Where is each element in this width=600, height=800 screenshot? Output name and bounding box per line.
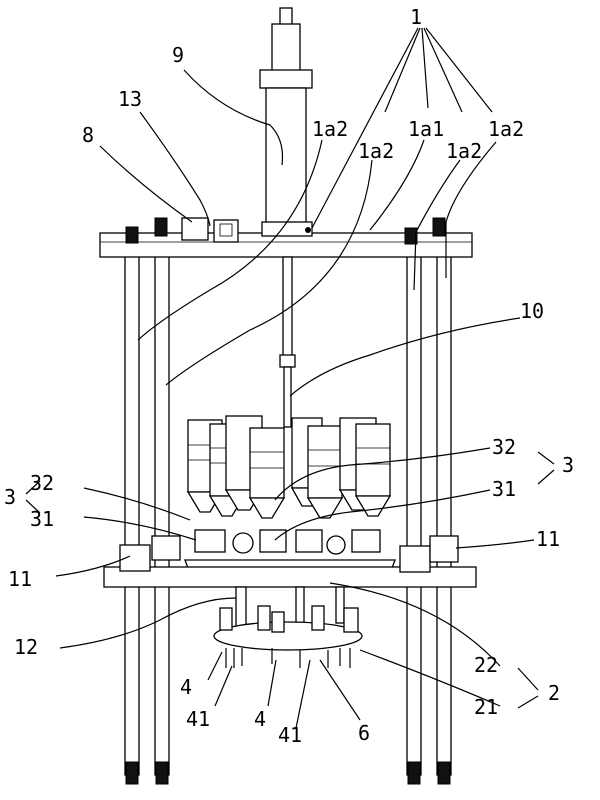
label-1a1: 1a1	[408, 117, 444, 141]
label-41: 41	[186, 707, 210, 731]
label-21: 21	[474, 695, 498, 719]
label-41: 41	[278, 723, 302, 747]
label-11: 11	[536, 527, 560, 551]
frame-legs	[124, 254, 452, 785]
top-plate	[99, 217, 473, 258]
label-6: 6	[358, 721, 370, 745]
label-1: 1	[410, 5, 422, 29]
label-9: 9	[172, 43, 184, 67]
part-labels: 1 1a2 1a2 1a1 1a2 1a2 9 13 8 10 32 3 31 …	[4, 5, 574, 747]
valve-bodies	[184, 529, 396, 569]
middle-plate	[103, 535, 477, 588]
label-31: 31	[30, 507, 54, 531]
label-3: 3	[4, 485, 16, 509]
label-2: 2	[548, 681, 560, 705]
label-10: 10	[520, 299, 544, 323]
label-11: 11	[8, 567, 32, 591]
label-22: 22	[474, 653, 498, 677]
sensor-parts	[181, 217, 239, 243]
leader-lines	[25, 27, 555, 729]
central-rod	[279, 256, 296, 428]
label-1a2: 1a2	[446, 139, 482, 163]
label-3: 3	[562, 453, 574, 477]
label-32: 32	[30, 471, 54, 495]
hoppers	[186, 415, 392, 519]
label-12: 12	[14, 635, 38, 659]
label-13: 13	[118, 87, 142, 111]
rotary-assembly	[213, 586, 363, 668]
label-8: 8	[82, 123, 94, 147]
label-1a2: 1a2	[488, 117, 524, 141]
label-4: 4	[254, 707, 266, 731]
label-31: 31	[492, 477, 516, 501]
cylinder	[259, 7, 313, 237]
label-32: 32	[492, 435, 516, 459]
label-1a2: 1a2	[358, 139, 394, 163]
label-1a2: 1a2	[312, 117, 348, 141]
label-4: 4	[180, 675, 192, 699]
